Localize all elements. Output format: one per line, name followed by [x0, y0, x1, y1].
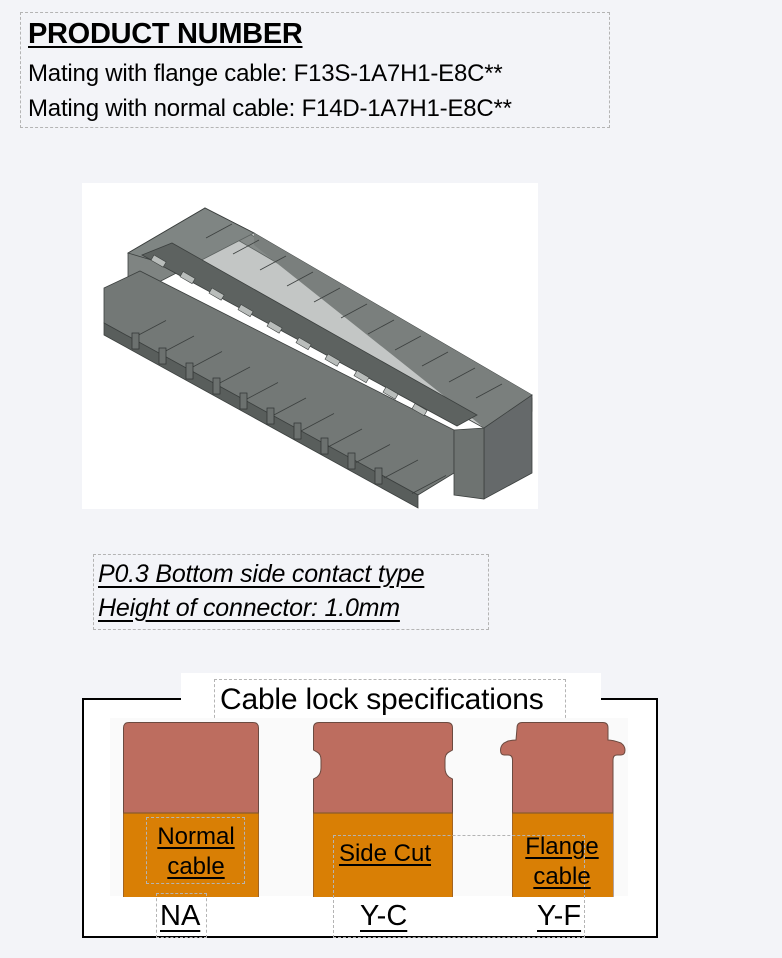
flange-cable-label-line1: Flange [525, 833, 599, 860]
na-code-box [156, 893, 207, 938]
side-cut-label-line1: Side Cut [338, 840, 432, 867]
product-number-box [20, 12, 610, 128]
normal-cable-product-number: Mating with normal cable: F14D-1A7H1-E8C… [28, 95, 512, 122]
side-cut-label: Side Cut [320, 839, 450, 869]
pitch-contact-type: P0.3 Bottom side contact type [98, 560, 425, 588]
flange-cable-icon [500, 722, 626, 897]
cable-lock-title-background [181, 673, 601, 721]
normal-cable-label-box [146, 817, 245, 884]
connector-height: Height of connector: 1.0mm [98, 594, 400, 622]
connector-image [82, 183, 538, 509]
flange-cable-label: Flange cable [510, 832, 614, 892]
normal-cable-label: Normal cable [141, 822, 251, 882]
normal-cable-label-line2: cable [167, 853, 225, 880]
code-y-f: Y-F [537, 900, 582, 932]
flange-cable-label-line2: cable [533, 863, 591, 890]
spec-box [93, 554, 489, 630]
flange-cable-product-number: Mating with flange cable: F13S-1A7H1-E8C… [28, 60, 503, 87]
cable-lock-title: Cable lock specifications [220, 683, 544, 716]
side-cut-label-box [333, 835, 585, 938]
side-cut-cable-icon [313, 722, 453, 897]
product-number-title: PRODUCT NUMBER [28, 18, 303, 50]
connector-render-icon [103, 207, 533, 509]
normal-cable-label-line1: Normal [157, 823, 235, 850]
code-na: NA [160, 900, 201, 932]
code-y-c: Y-C [360, 900, 408, 932]
